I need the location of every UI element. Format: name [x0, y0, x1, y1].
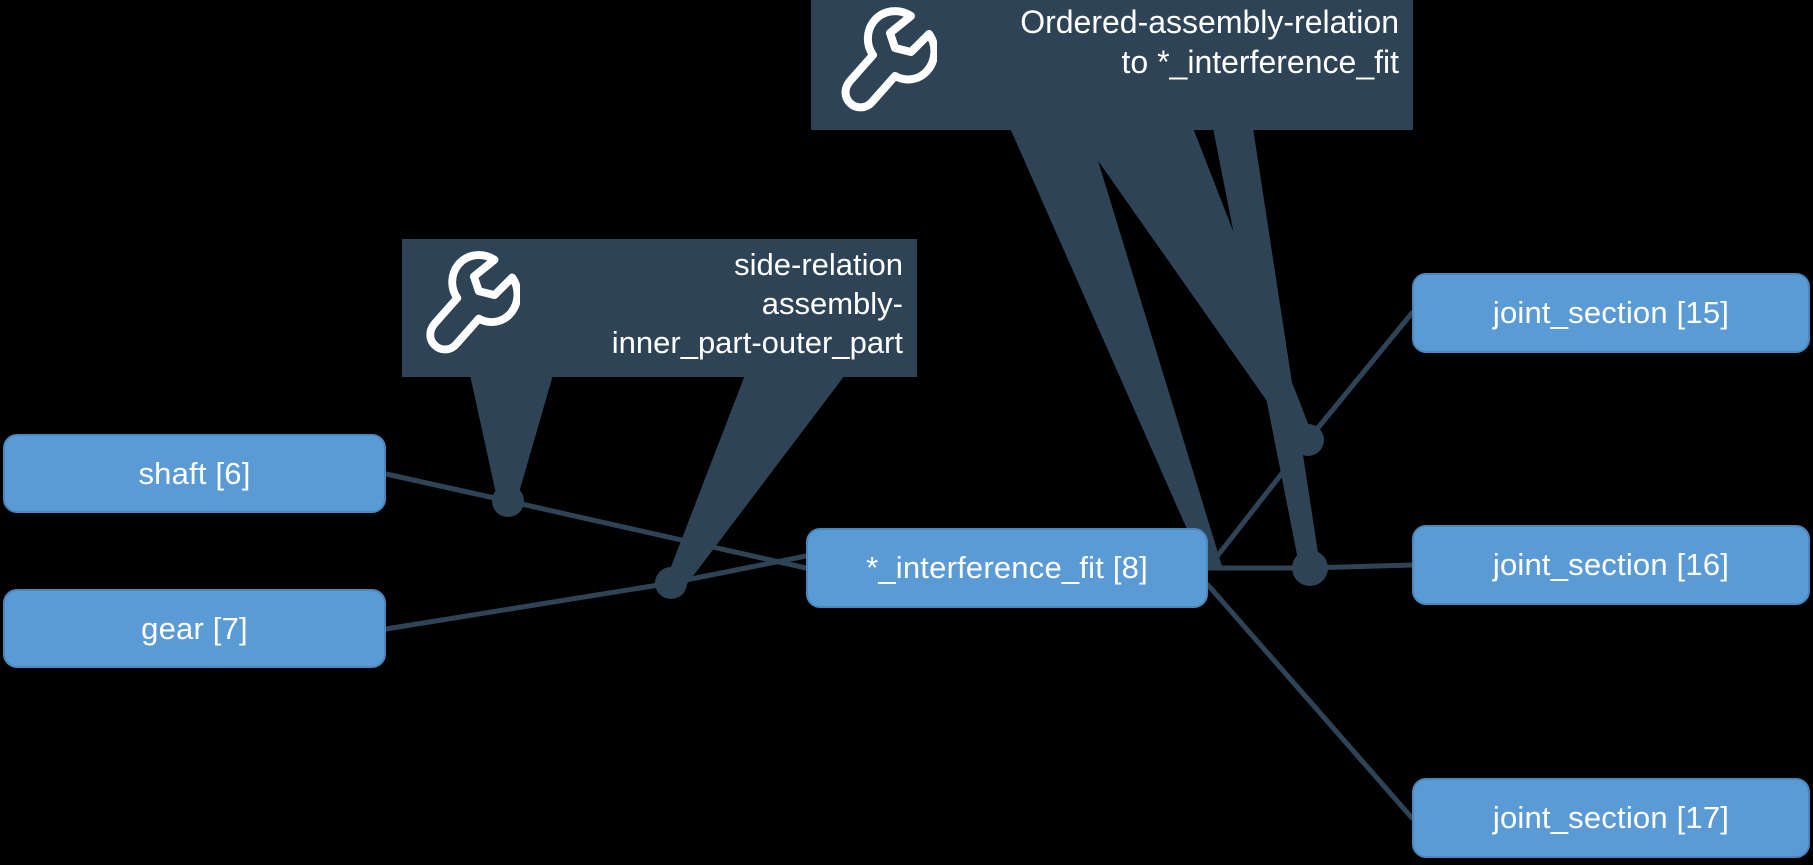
pointer-side-to-junction-a: [470, 375, 553, 503]
node-label: gear [7]: [141, 610, 248, 646]
pointer-oar-to-interference-fit: [1010, 128, 1222, 570]
tooltip-text: Ordered-assembly-relation to *_interfere…: [1020, 4, 1399, 81]
edge-junction-a-to-interference-fit: [505, 498, 809, 571]
junction-dot-oar-mid[interactable]: [1292, 550, 1328, 586]
pointer-oar-to-top-junction: [1075, 128, 1316, 448]
node-label: joint_section [15]: [1492, 295, 1730, 330]
node-joint-section-15[interactable]: joint_section [15]: [1412, 273, 1810, 353]
node-joint-section-17[interactable]: joint_section [17]: [1412, 778, 1810, 858]
edge-junction-b-to-interference-fit: [668, 553, 809, 586]
junction-dot-side-b[interactable]: [655, 567, 687, 599]
node-interference-fit[interactable]: *_interference_fit [8]: [806, 528, 1208, 608]
edge-junction-top-to-joint-section-15: [1305, 310, 1415, 443]
node-shaft[interactable]: shaft [6]: [3, 434, 386, 513]
wrench-icon: [833, 2, 939, 119]
wrench-icon: [418, 245, 522, 362]
edge-interference-fit-to-joint-section-17: [1205, 582, 1415, 821]
pointer-oar-to-mid-junction: [1213, 128, 1320, 570]
edge-gear-to-junction-b: [383, 580, 674, 632]
node-label: joint_section [17]: [1492, 800, 1730, 835]
tooltip-ordered-assembly-relation[interactable]: Ordered-assembly-relation to *_interfere…: [811, 0, 1413, 130]
node-label: shaft [6]: [138, 455, 251, 491]
graph-junctions: [492, 424, 1328, 599]
tooltip-text: side-relation assembly- inner_part-outer…: [611, 247, 903, 361]
pointer-side-to-junction-b: [664, 375, 845, 588]
edge-interference-fit-to-junction-top: [1205, 437, 1311, 571]
node-label: joint_section [16]: [1492, 547, 1730, 582]
node-label: *_interference_fit [8]: [866, 550, 1148, 585]
junction-dot-side-a[interactable]: [492, 485, 524, 517]
junction-dot-oar-top[interactable]: [1292, 424, 1324, 456]
node-gear[interactable]: gear [7]: [3, 589, 386, 668]
tooltip-side-relation[interactable]: side-relation assembly- inner_part-outer…: [402, 239, 917, 377]
node-joint-section-16[interactable]: joint_section [16]: [1412, 525, 1810, 605]
edge-shaft-to-junction-a: [383, 471, 511, 504]
